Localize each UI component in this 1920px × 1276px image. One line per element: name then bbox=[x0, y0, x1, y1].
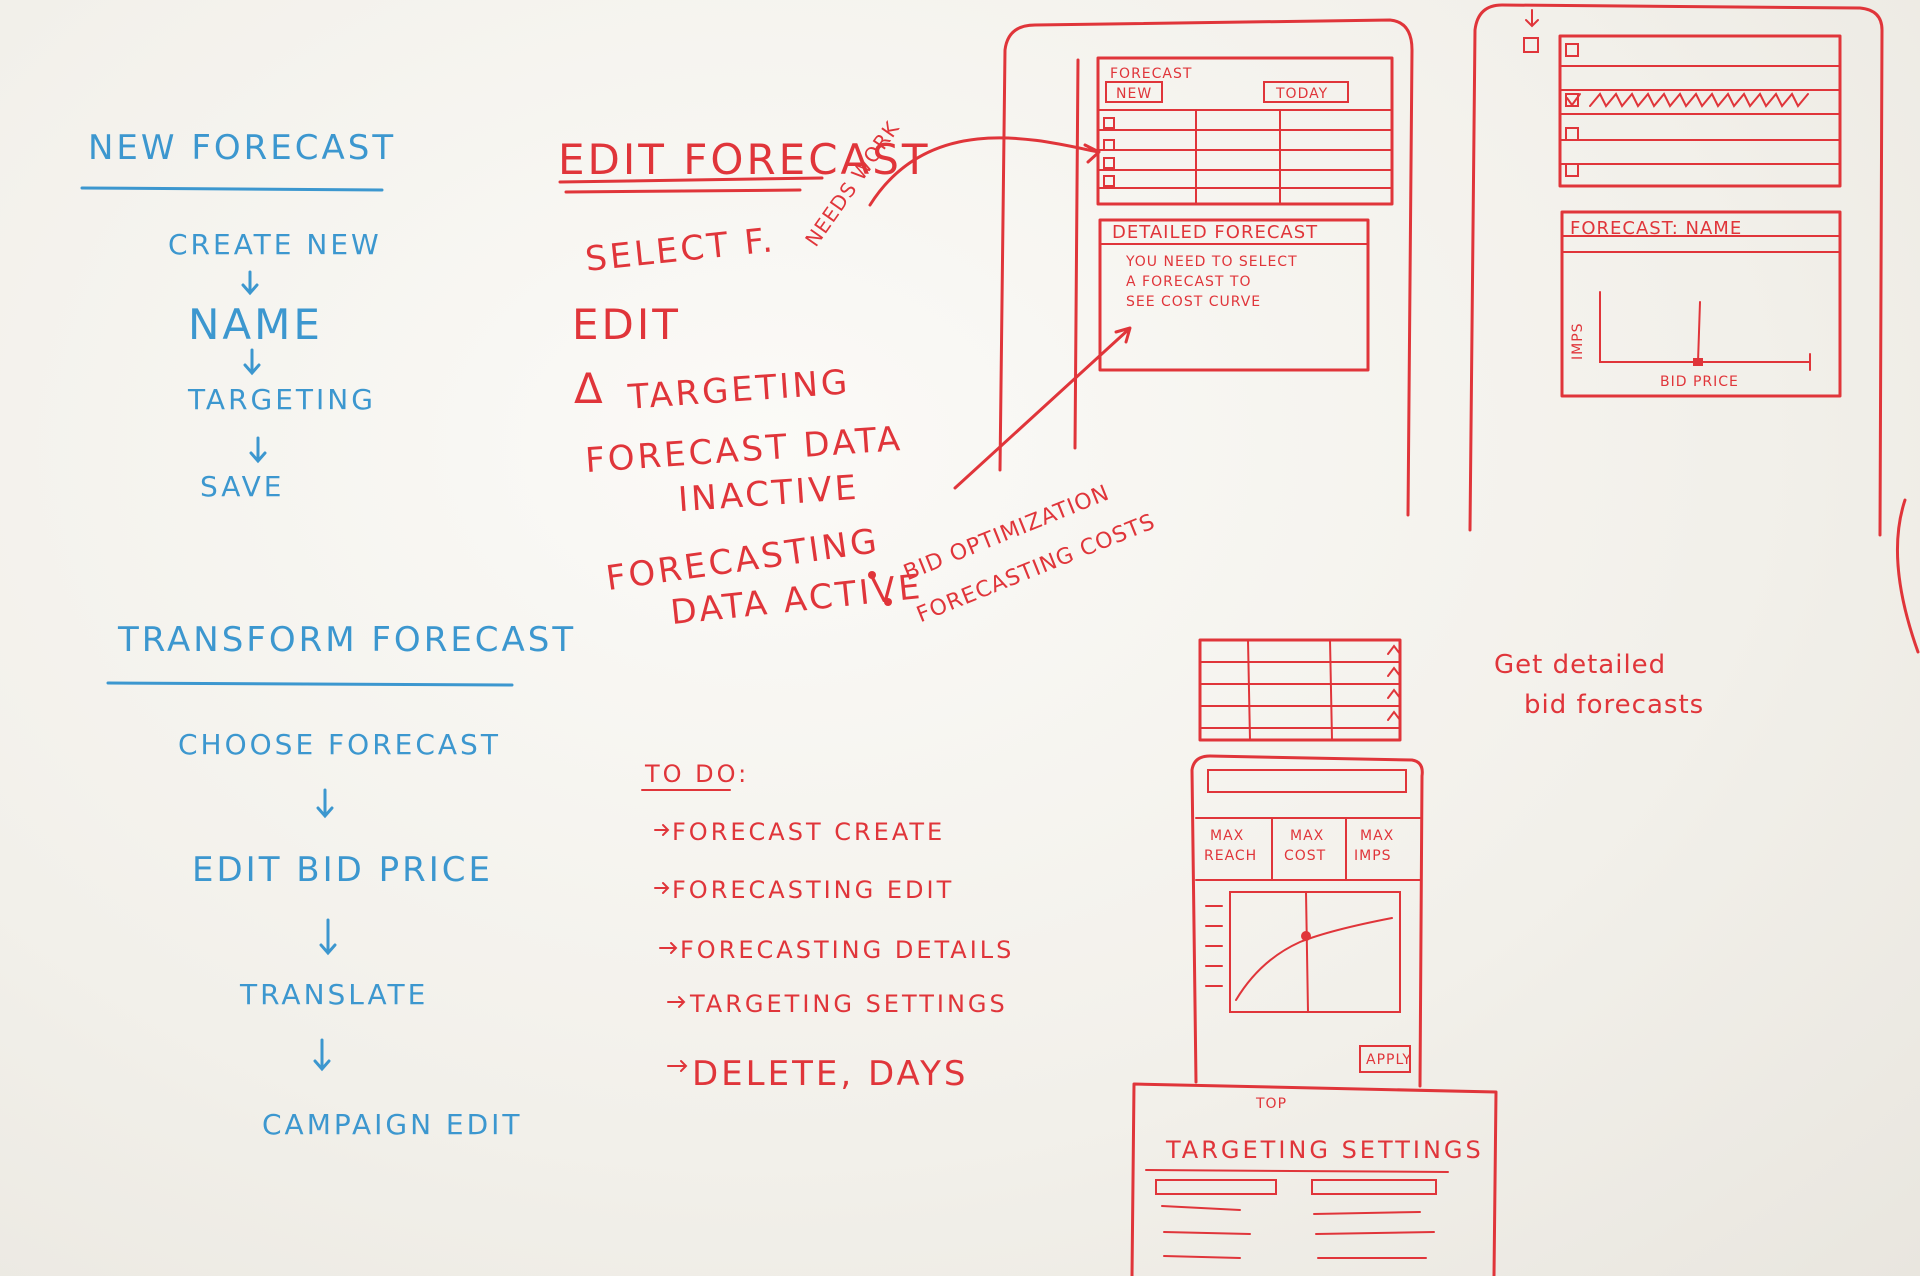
new-forecast-step-create: CREATE NEW bbox=[168, 228, 382, 261]
todo-item-5: DELETE, DAYS bbox=[692, 1054, 969, 1094]
wf1-right-button: TODAY bbox=[1276, 86, 1329, 102]
transform-step-choose: CHOOSE FORECAST bbox=[178, 728, 501, 761]
todo-item-4: TARGETING SETTINGS bbox=[690, 990, 1008, 1018]
wf3-targeting-lines bbox=[1161, 1205, 1251, 1259]
wf3-targeting-underline bbox=[1145, 1169, 1449, 1173]
wf2-chart-handle bbox=[1693, 358, 1703, 366]
transform-step-campaign-edit: CAMPAIGN EDIT bbox=[262, 1108, 523, 1141]
wf3-column-dividers bbox=[1271, 817, 1347, 881]
wf2-detail-panel bbox=[1560, 210, 1842, 398]
wf3-chart-ticks bbox=[1205, 905, 1223, 987]
new-forecast-heading: NEW FORECAST bbox=[88, 128, 397, 168]
wf3-cost-curve bbox=[1235, 917, 1393, 1001]
wf3-col3-line-1: MAX bbox=[1360, 828, 1395, 844]
wf3-targeting-panel bbox=[1130, 1082, 1498, 1276]
edit-item-edit: EDIT bbox=[572, 300, 681, 349]
wf3-col3-line-2: IMPS bbox=[1354, 848, 1392, 864]
arrow-icon bbox=[1525, 9, 1539, 28]
wf3-targeting-field bbox=[1155, 1179, 1277, 1195]
todo-item-2: FORECASTING EDIT bbox=[672, 876, 955, 904]
wf3-note-line-2: bid forecasts bbox=[1524, 690, 1705, 720]
wf3-col2-line-1: MAX bbox=[1290, 828, 1325, 844]
wf1-detail-line-2: A FORECAST TO bbox=[1126, 274, 1252, 290]
wf1-device-divider bbox=[1073, 58, 1080, 450]
wf1-new-button: NEW bbox=[1116, 86, 1153, 102]
wf3-chart-point bbox=[1301, 931, 1311, 941]
wf3-row-arrows bbox=[1387, 644, 1401, 721]
wf3-col1-line-2: REACH bbox=[1204, 848, 1258, 864]
bullet-dot bbox=[868, 571, 876, 579]
wf2-chart-axes bbox=[1599, 291, 1811, 371]
wf1-checkboxes bbox=[1103, 117, 1115, 187]
wf3-panel bbox=[1190, 754, 1424, 1088]
edit-forecast-underline bbox=[558, 176, 824, 194]
wf3-panel-dividers bbox=[1195, 817, 1421, 881]
wf1-new-button-box bbox=[1105, 81, 1163, 103]
todo-arrows bbox=[654, 824, 688, 1072]
arrow-icon bbox=[319, 918, 337, 956]
new-forecast-step-name: NAME bbox=[188, 300, 323, 349]
wf3-input-bar bbox=[1207, 769, 1407, 793]
arrow-icon bbox=[316, 788, 334, 819]
wf2-list-rows bbox=[1559, 43, 1841, 177]
wf3-targeting-field bbox=[1311, 1179, 1437, 1195]
wf1-detail-line-3: SEE COST CURVE bbox=[1126, 294, 1262, 310]
todo-heading: TO DO: bbox=[645, 760, 750, 788]
wf3-chart-marker bbox=[1305, 891, 1309, 1013]
wf3-edge-frame bbox=[1895, 498, 1920, 654]
wf3-top-label: TOP bbox=[1256, 1096, 1288, 1112]
arrow-icon bbox=[249, 436, 267, 464]
arrow-icon bbox=[243, 348, 261, 376]
arrow-icon bbox=[241, 270, 259, 296]
wf1-detail-panel bbox=[1098, 218, 1370, 372]
wf3-table bbox=[1198, 638, 1402, 742]
wf3-note-line-1: Get detailed bbox=[1494, 650, 1667, 680]
wf2-title: FORECAST: NAME bbox=[1570, 218, 1743, 239]
wf2-x-label: BID PRICE bbox=[1660, 374, 1739, 390]
transform-forecast-heading: TRANSFORM FORECAST bbox=[118, 620, 577, 660]
wf1-device-frame bbox=[998, 18, 1414, 517]
wf1-title: FORECAST bbox=[1110, 66, 1193, 82]
new-forecast-step-targeting: TARGETING bbox=[188, 383, 376, 416]
bullet-dot bbox=[884, 598, 892, 606]
wf3-apply-button: APPLY bbox=[1366, 1052, 1412, 1068]
wf2-device-frame bbox=[1468, 3, 1884, 537]
wf3-col1-line-1: MAX bbox=[1210, 828, 1245, 844]
wf1-right-button-box bbox=[1263, 81, 1349, 103]
new-forecast-step-save: SAVE bbox=[200, 470, 285, 503]
wf1-list-columns bbox=[1195, 109, 1281, 205]
new-forecast-underline bbox=[80, 186, 384, 192]
connector-arrow bbox=[953, 326, 1132, 490]
arrow-icon bbox=[313, 1038, 331, 1072]
todo-item-1: FORECAST CREATE bbox=[672, 818, 946, 846]
wf2-list-panel bbox=[1558, 34, 1842, 188]
wf3-chart-box bbox=[1229, 891, 1401, 1013]
wf1-detail-title: DETAILED FORECAST bbox=[1112, 222, 1319, 243]
wf3-targeting-title: TARGETING SETTINGS bbox=[1166, 1136, 1484, 1164]
wf3-col2-line-2: COST bbox=[1284, 848, 1327, 864]
wf2-side-checkbox bbox=[1523, 37, 1539, 53]
edit-delta-symbol: Δ bbox=[574, 364, 606, 413]
wf1-list-rows bbox=[1097, 109, 1393, 189]
wf3-apply-box bbox=[1359, 1045, 1411, 1073]
wf3-targeting-lines bbox=[1313, 1211, 1435, 1259]
wf1-detail-line-1: YOU NEED TO SELECT bbox=[1126, 254, 1298, 270]
wf2-chart-marker bbox=[1697, 301, 1701, 363]
wf2-detail-dividers bbox=[1561, 235, 1841, 253]
connector-arrow bbox=[868, 136, 1101, 207]
transform-step-edit-bid: EDIT BID PRICE bbox=[192, 850, 493, 890]
todo-item-3: FORECASTING DETAILS bbox=[680, 936, 1015, 964]
edit-forecast-heading: EDIT FORECAST bbox=[558, 135, 931, 184]
transform-forecast-underline bbox=[106, 681, 514, 687]
wf3-table-rows bbox=[1199, 661, 1401, 729]
transform-step-translate: TRANSLATE bbox=[240, 978, 429, 1011]
wf3-table-columns bbox=[1247, 639, 1333, 741]
